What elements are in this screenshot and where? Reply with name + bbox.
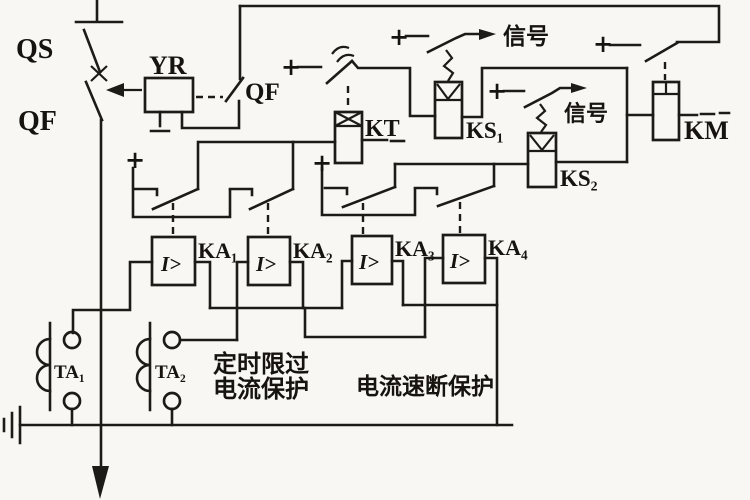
km-coil-divider bbox=[653, 82, 679, 96]
ka3-overcurrent-symbol: I> bbox=[358, 250, 379, 274]
ks1-flexible-link bbox=[442, 49, 455, 82]
ka4-left-wire bbox=[423, 256, 445, 339]
kt-coil-box bbox=[333, 110, 364, 165]
trip-arrow-icon bbox=[106, 83, 124, 97]
qs-label: QS bbox=[16, 34, 53, 65]
signal-annotation-2: 信号 bbox=[564, 101, 608, 127]
ka3-left-wire bbox=[340, 259, 354, 310]
qs-disconnector-blade bbox=[82, 28, 102, 74]
ta2-winding-humps bbox=[135, 337, 152, 393]
km-contact-blade bbox=[644, 41, 679, 63]
ks2-coil-box bbox=[526, 131, 558, 189]
qf-aux-contact-blade bbox=[224, 76, 245, 103]
ka4-right-wire bbox=[483, 256, 499, 307]
ka1-overcurrent-symbol: I> bbox=[160, 252, 181, 276]
ka3-label: KA₃ bbox=[395, 236, 435, 261]
ka1-ka2-contact-row bbox=[131, 140, 295, 236]
ta2-terminal-bottom bbox=[162, 391, 182, 411]
return-link-line bbox=[303, 306, 427, 339]
ks2-signal-arrow-icon bbox=[571, 83, 587, 93]
trip-circuit bbox=[106, 4, 721, 133]
ka2-label: KA₂ bbox=[293, 238, 333, 263]
plus-ks1: + bbox=[389, 22, 409, 51]
busbar-symbol bbox=[74, 0, 124, 24]
qf-main-label: QF bbox=[18, 106, 57, 137]
ks1-contact-blade bbox=[426, 32, 481, 54]
breaker-x-mark bbox=[90, 65, 108, 82]
ks1-signal-arrow-icon bbox=[479, 29, 496, 40]
ta1-winding-humps bbox=[35, 337, 52, 393]
right-pair-supply-wires bbox=[320, 166, 417, 217]
plus-ka12: + bbox=[125, 145, 145, 174]
qf-aux-label: QF bbox=[245, 79, 280, 106]
ta2-label: TA₂ bbox=[155, 362, 186, 383]
ka2-right-wire bbox=[288, 260, 305, 310]
ta1-label: TA₁ bbox=[54, 362, 85, 383]
plus-km: + bbox=[593, 29, 613, 58]
zone-timed-label-line1: 定时限过 bbox=[213, 350, 309, 378]
ka3-contact-fixed-hook bbox=[323, 186, 349, 196]
km-output-relay bbox=[608, 41, 731, 164]
ct-secondary-wiring bbox=[71, 256, 499, 427]
ka1-label: KA₁ bbox=[198, 238, 238, 263]
km-label: KM bbox=[684, 116, 729, 145]
ks1-coil-box bbox=[433, 80, 464, 140]
ks2-signal-relay bbox=[502, 83, 629, 189]
ka2-contact-blade bbox=[248, 187, 295, 211]
ka4-overcurrent-symbol: I> bbox=[449, 249, 470, 273]
ka2-overcurrent-symbol: I> bbox=[255, 252, 276, 276]
left-pair-supply-wires bbox=[131, 166, 232, 219]
ta1-to-ka1-wire bbox=[71, 260, 154, 335]
ks2-flexible-link bbox=[535, 103, 548, 133]
ta1-terminal-top bbox=[62, 330, 82, 350]
ka3-contact-blade bbox=[341, 185, 397, 209]
ka2-contact-fixed-hook bbox=[228, 187, 254, 197]
ka4-label: KA₄ bbox=[488, 235, 528, 260]
plus-kt: + bbox=[281, 52, 301, 81]
ks2-label: KS₂ bbox=[560, 166, 598, 191]
top-rail bbox=[238, 4, 721, 44]
kt-contact-to-ks1-wire bbox=[350, 59, 437, 118]
kt-coil-flag bbox=[334, 111, 363, 128]
ks1-coil-flag bbox=[435, 83, 462, 102]
ka1-contact-fixed-hook bbox=[133, 187, 159, 197]
ka4-contact-fixed-hook bbox=[413, 186, 439, 196]
ka1-contact-blade bbox=[151, 187, 200, 211]
km-minus-dashes bbox=[699, 111, 731, 116]
kt-delay-symbol bbox=[331, 45, 355, 63]
text-labels: QS QF YR QF KT KS₁ KS₂ KM KA₁ KA₂ KA₃ KA… bbox=[16, 23, 729, 403]
ground-icon bbox=[2, 405, 22, 445]
qf-breaker-blade bbox=[84, 80, 104, 122]
ks2-contact-blade bbox=[523, 86, 573, 109]
plus-ks2: + bbox=[487, 76, 507, 105]
polarity-marks: + + + + + + bbox=[125, 22, 613, 177]
primary-feeder bbox=[74, 0, 124, 499]
ta2-terminal-top bbox=[162, 330, 182, 350]
kt-delay-contact-blade bbox=[325, 59, 354, 85]
ks1-to-km-wire bbox=[460, 66, 629, 119]
ka3-right-wire bbox=[390, 259, 405, 307]
ka4-contact-blade bbox=[436, 184, 496, 208]
ks1-label: KS₁ bbox=[466, 118, 504, 143]
ks2-coil-flag bbox=[528, 134, 556, 153]
ta1-terminal-bottom bbox=[62, 391, 82, 411]
zone-timed-label-line2: 电流保护 bbox=[213, 375, 309, 403]
yr-coil-box bbox=[143, 76, 195, 114]
feeder-arrow-icon bbox=[92, 466, 109, 499]
ka3-ka4-contact-row bbox=[320, 162, 530, 234]
kt-label: KT bbox=[365, 116, 400, 142]
yr-label: YR bbox=[149, 51, 187, 80]
ka2-left-wire bbox=[235, 260, 250, 342]
yr-to-qf-aux-wire bbox=[180, 99, 241, 130]
signal-annotation-1: 信号 bbox=[503, 23, 549, 50]
kt-timer-branch bbox=[198, 45, 437, 165]
zone-instant-label: 电流速断保护 bbox=[356, 373, 494, 400]
plus-ka34: + bbox=[312, 148, 332, 177]
ka1-right-wire bbox=[193, 260, 212, 310]
current-transformers bbox=[2, 321, 514, 445]
ks1-signal-relay bbox=[404, 29, 629, 140]
